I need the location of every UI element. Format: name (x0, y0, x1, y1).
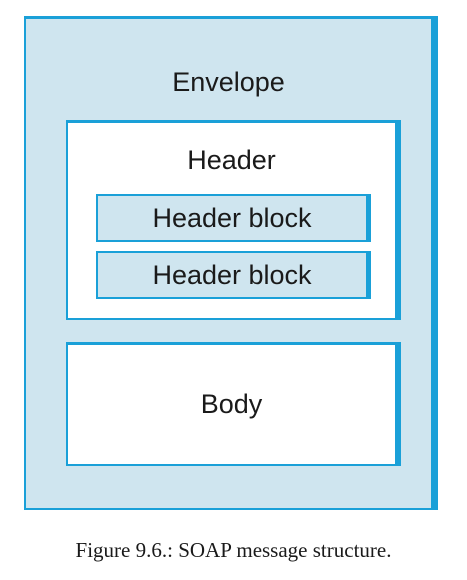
envelope-label: Envelope (172, 67, 285, 97)
header-label: Header (187, 145, 276, 175)
header-block-1: Header block (96, 194, 371, 242)
header-box: Header Header block Header block (66, 120, 401, 320)
header-block-2: Header block (96, 251, 371, 299)
body-box: Body (66, 342, 401, 466)
figure-caption: Figure 9.6.: SOAP message structure. (75, 538, 392, 562)
envelope-box: Envelope Header Header block Header bloc… (24, 16, 438, 510)
